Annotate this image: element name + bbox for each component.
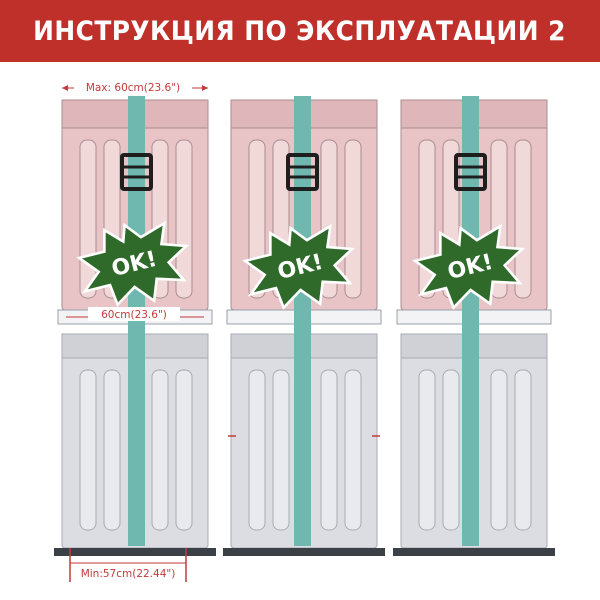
- strap: [294, 96, 311, 546]
- min-width-label: Min:57cm(22.44"): [81, 568, 176, 580]
- strap-buckle-icon: [454, 153, 487, 191]
- stack-unit-1: Max: 60cm(23.6") 60cm(23.6") Min:57cm(22…: [54, 79, 216, 582]
- strap-buckle-icon: [286, 153, 319, 191]
- page-title: ИНСТРУКЦИЯ ПО ЭКСПЛУАТАЦИИ 2: [33, 15, 567, 47]
- title-banner: ИНСТРУКЦИЯ ПО ЭКСПЛУАТАЦИИ 2: [0, 0, 600, 62]
- strap-buckle-icon: [120, 153, 153, 191]
- ok-badge-icon: OK!: [70, 210, 199, 318]
- dimension-min-width: Min:57cm(22.44"): [69, 548, 187, 582]
- dryer-width-label: 60cm(23.6"): [101, 309, 167, 321]
- ok-badge-icon: OK!: [236, 213, 365, 321]
- max-width-label: Max: 60cm(23.6"): [86, 82, 180, 94]
- stacking-illustration: Max: 60cm(23.6") 60cm(23.6") Min:57cm(22…: [54, 79, 555, 582]
- dimension-max-width: Max: 60cm(23.6"): [62, 79, 208, 94]
- washer-unit: [54, 333, 216, 556]
- strap: [462, 96, 479, 546]
- dimension-dryer-width: 60cm(23.6"): [66, 307, 204, 321]
- stack-unit-3: OK!: [393, 96, 555, 556]
- ok-badge-icon: OK!: [406, 213, 535, 321]
- stack-unit-2: OK!: [223, 96, 385, 556]
